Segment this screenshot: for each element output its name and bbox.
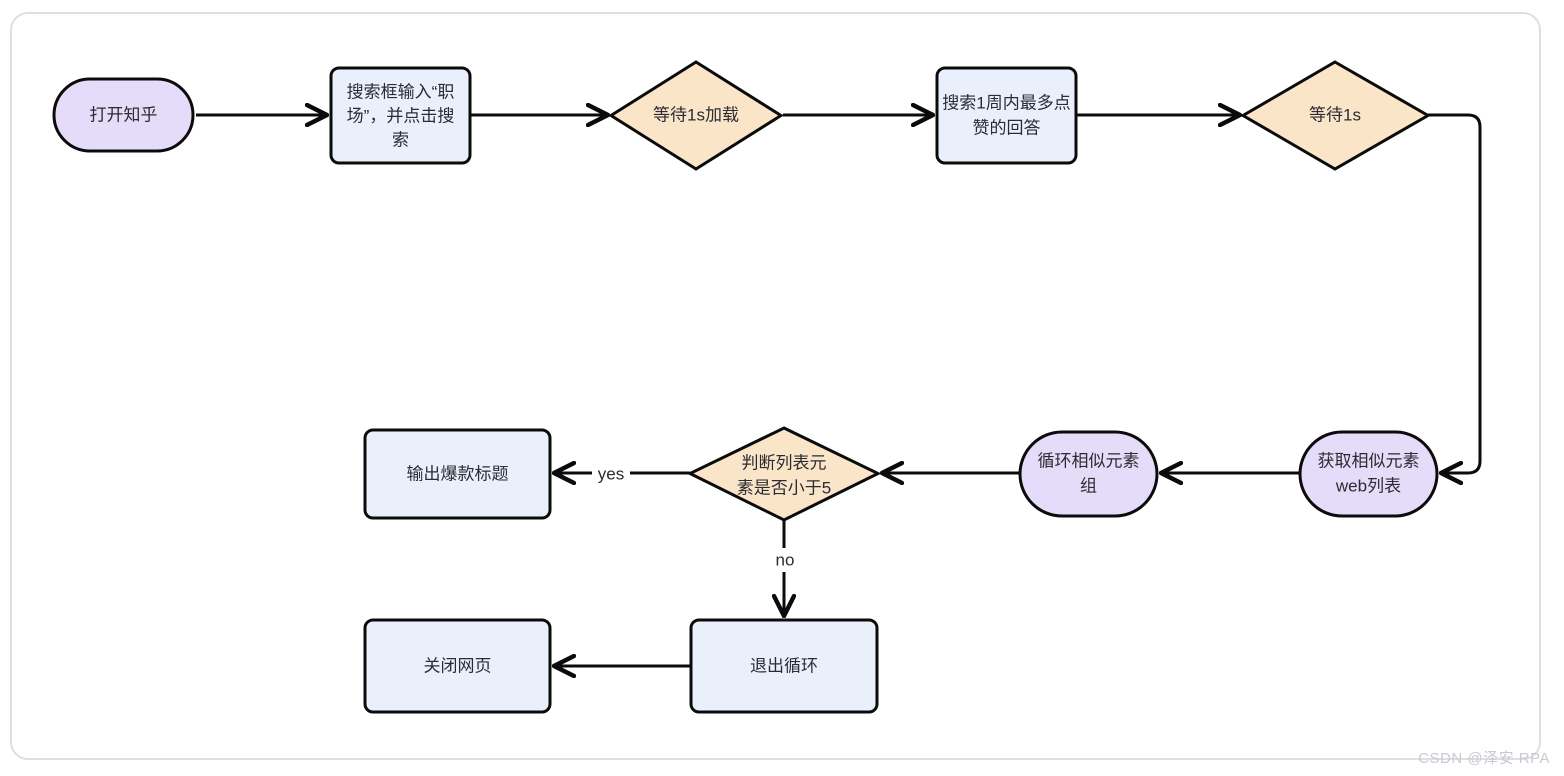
edge-label-no: no bbox=[776, 550, 795, 569]
node-label-wait-1s-load: 等待1s加载 bbox=[653, 105, 739, 124]
node-loop-similar-elements[interactable]: 循环相似元素 组 bbox=[1018, 430, 1159, 518]
node-exit-loop[interactable]: 退出循环 bbox=[689, 618, 879, 714]
node-label-decision-line1: 判断列表元 bbox=[742, 453, 827, 472]
node-search-input[interactable]: 搜索框输入“职 场”，并点击搜 索 bbox=[329, 66, 472, 165]
node-label-get-similar-line2: web列表 bbox=[1335, 476, 1401, 495]
node-label-close-page: 关闭网页 bbox=[424, 656, 492, 675]
node-label-output-title: 输出爆款标题 bbox=[407, 464, 509, 483]
node-label-search-top-answer-line2: 赞的回答 bbox=[973, 118, 1041, 137]
node-label-loop-similar-line2: 组 bbox=[1080, 476, 1097, 495]
node-open-zhihu[interactable]: 打开知乎 bbox=[52, 77, 195, 153]
node-label-decision-line2: 素是否小于5 bbox=[737, 478, 831, 497]
node-output-title[interactable]: 输出爆款标题 bbox=[363, 428, 552, 520]
node-label-open-zhihu: 打开知乎 bbox=[90, 105, 158, 124]
node-wait-1s-load[interactable]: 等待1s加载 bbox=[608, 60, 784, 171]
edge-decision-no-to-exitloop: no bbox=[766, 520, 804, 614]
node-get-similar-elements[interactable]: 获取相似元素 web列表 bbox=[1298, 430, 1439, 518]
node-search-top-answer[interactable]: 搜索1周内最多点 赞的回答 bbox=[935, 66, 1078, 165]
csdn-watermark: CSDN @泽安 RPA bbox=[1418, 750, 1550, 767]
node-label-wait-1s: 等待1s bbox=[1309, 105, 1361, 124]
node-label-search-input-line2: 场”，并点击搜 bbox=[347, 106, 455, 125]
edge-decision-yes-to-output: yes bbox=[556, 462, 690, 484]
edge-wait2-to-getlist bbox=[1428, 113, 1482, 473]
node-decision-list-count[interactable]: 判断列表元 素是否小于5 bbox=[686, 426, 882, 522]
node-label-get-similar-line1: 获取相似元素 bbox=[1318, 451, 1420, 470]
node-label-loop-similar-line1: 循环相似元素 bbox=[1038, 451, 1140, 470]
node-label-search-input-line3: 索 bbox=[392, 130, 409, 149]
node-label-exit-loop: 退出循环 bbox=[750, 656, 818, 675]
node-wait-1s[interactable]: 等待1s bbox=[1240, 60, 1432, 171]
node-label-search-top-answer-line1: 搜索1周内最多点 bbox=[942, 93, 1070, 112]
edge-label-yes: yes bbox=[598, 464, 624, 483]
node-label-search-input-line1: 搜索框输入“职 bbox=[347, 82, 455, 101]
node-close-page[interactable]: 关闭网页 bbox=[363, 618, 552, 714]
